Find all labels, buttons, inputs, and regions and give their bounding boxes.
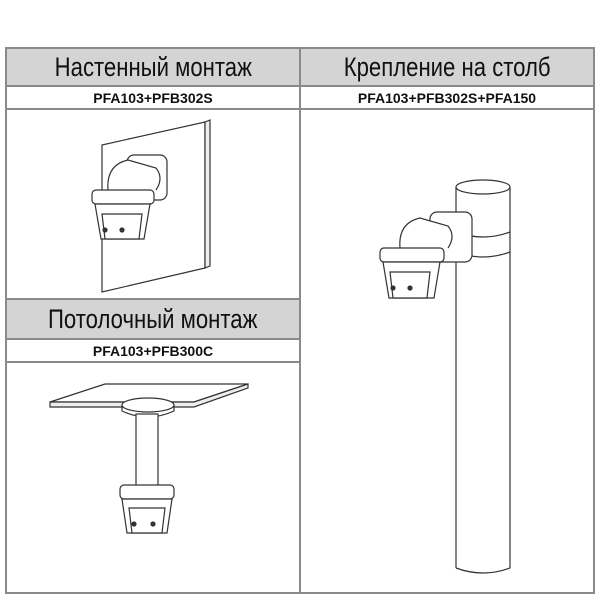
ceiling-illustration xyxy=(49,383,249,534)
pole-illustration xyxy=(379,179,511,574)
pole-mount-title: Крепление на столб xyxy=(343,51,551,82)
ceiling-mount-title: Потолочный монтаж xyxy=(48,303,258,334)
wall-mount-title: Настенный монтаж xyxy=(54,51,252,82)
wall-mount-model-text: PFA103+PFB302S xyxy=(93,89,213,106)
ceiling-mount-model-text: PFA103+PFB300C xyxy=(92,342,214,359)
pole-mount-model-text: PFA103+PFB302S+PFA150 xyxy=(357,89,537,106)
camera-icon xyxy=(119,484,175,534)
camera-icon xyxy=(91,154,168,240)
camera-icon xyxy=(379,211,473,299)
wall-mount-header: Настенный монтаж xyxy=(5,47,301,87)
ceiling-mount-header: Потолочный монтаж xyxy=(5,298,301,340)
pole-mount-image xyxy=(299,108,595,594)
wall-illustration xyxy=(91,119,211,293)
